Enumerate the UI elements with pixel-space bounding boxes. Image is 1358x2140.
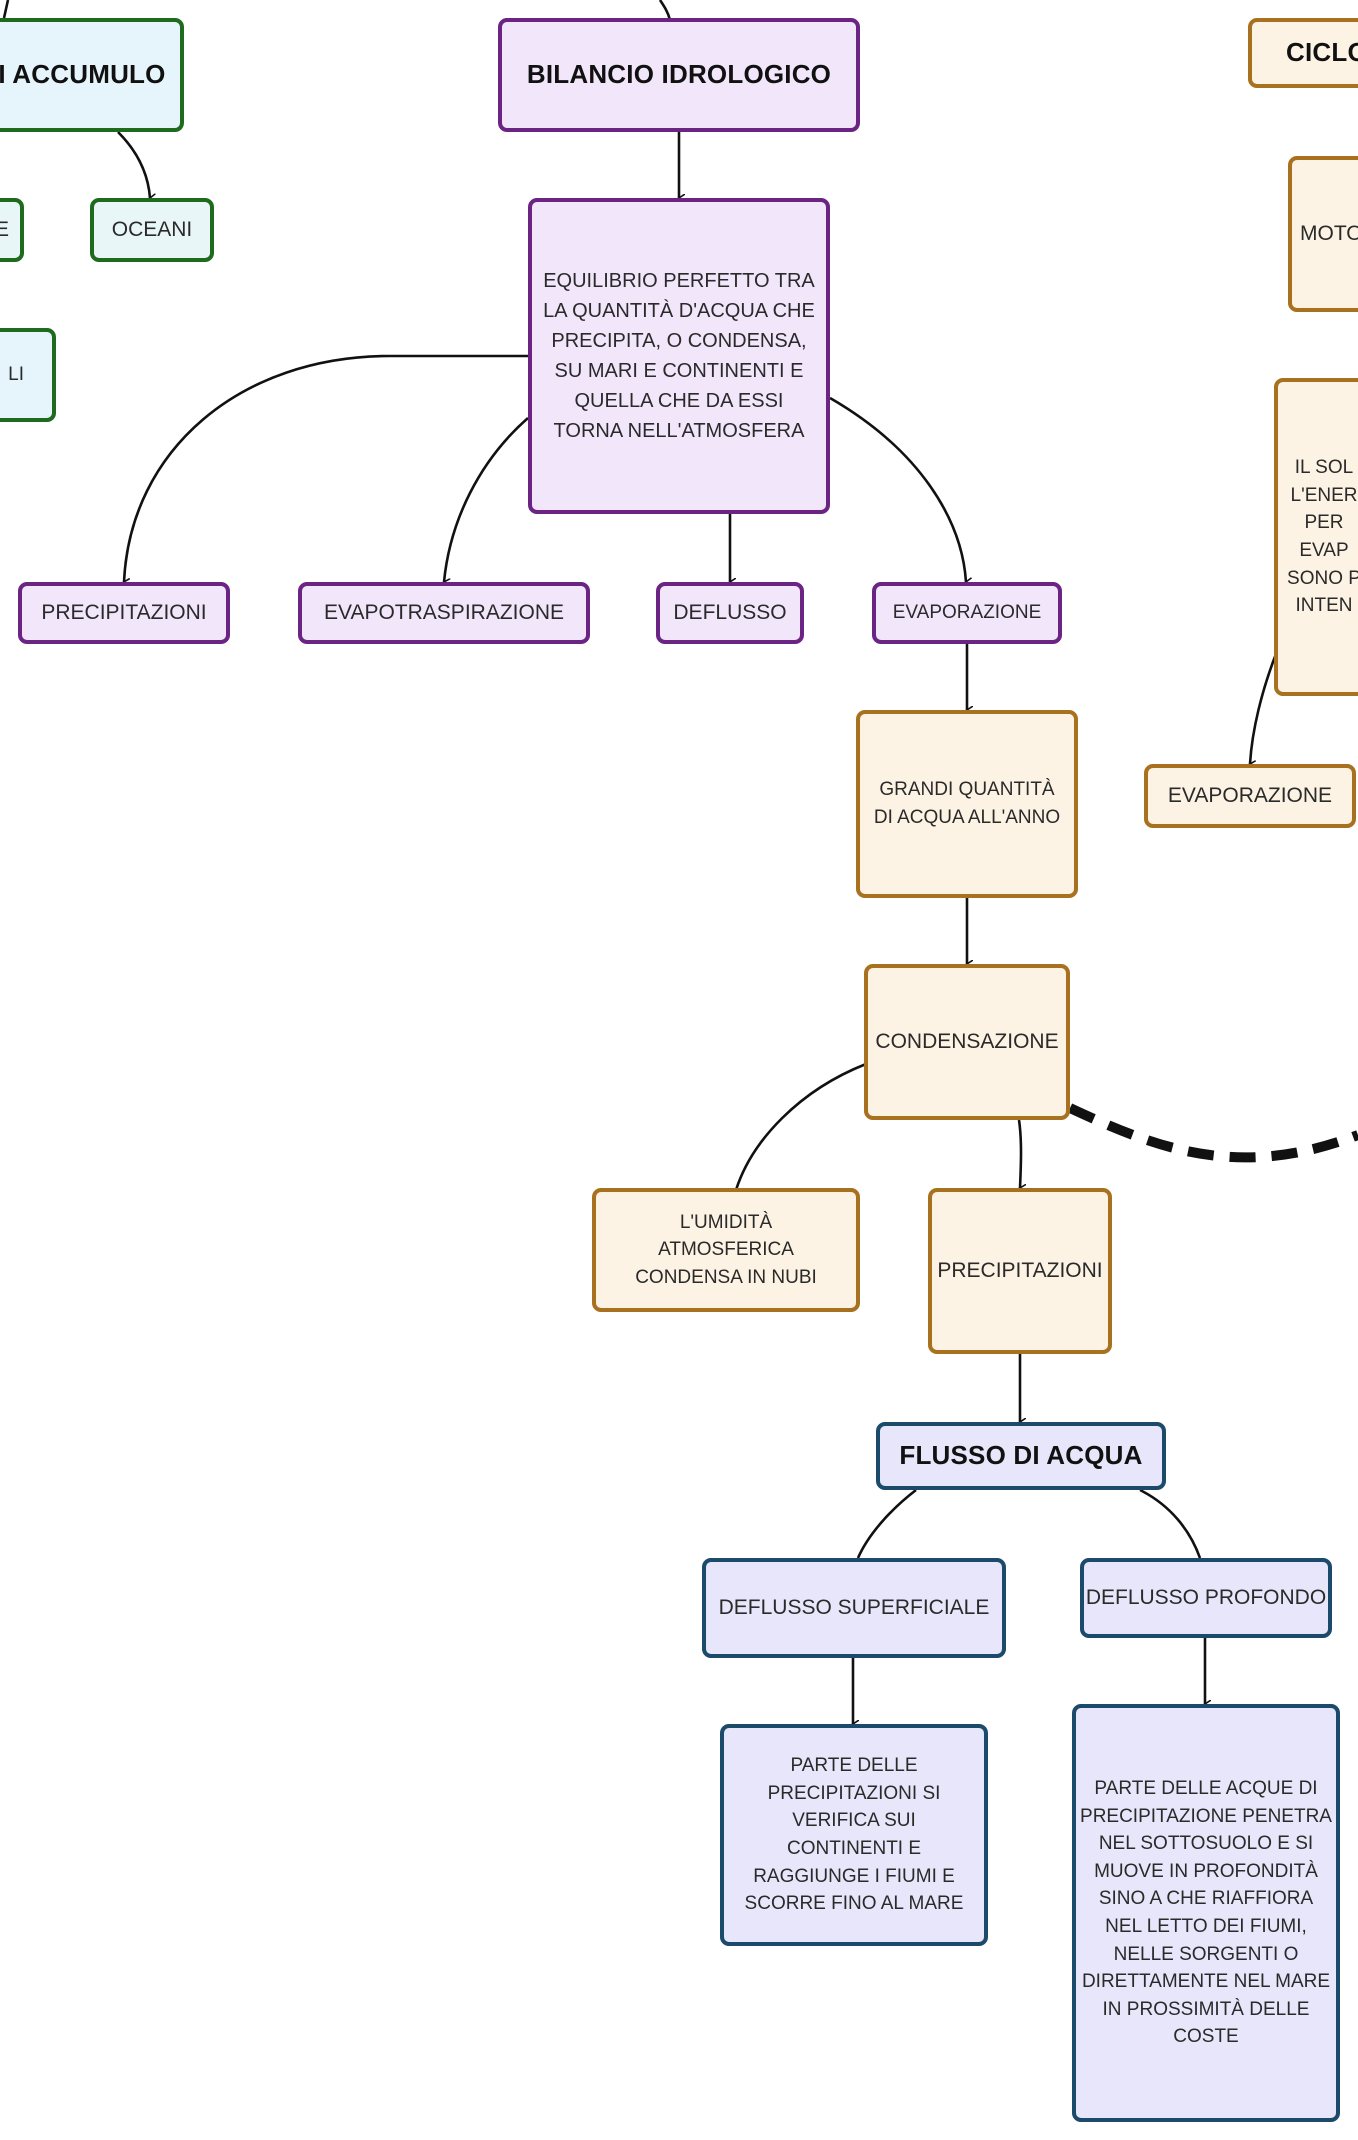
- edge-condensazione-precipitazioni: [1017, 1119, 1021, 1188]
- node-sole[interactable]: IL SOL L'ENER PER EVAP SONO P INTEN: [1274, 378, 1358, 696]
- node-equilibrio[interactable]: EQUILIBRIO PERFETTO TRA LA QUANTITÀ D'AC…: [528, 198, 830, 514]
- edge-flusso-superficiale: [856, 1488, 917, 1559]
- edge-condensazione-umidita: [734, 1062, 867, 1191]
- node-superficiale-desc[interactable]: PARTE DELLE PRECIPITAZIONI SI VERIFICA S…: [720, 1724, 988, 1946]
- node-precipitazioni-2[interactable]: PRECIPITAZIONI: [928, 1188, 1112, 1354]
- node-deflusso-superficiale[interactable]: DEFLUSSO SUPERFICIALE: [702, 1558, 1006, 1658]
- node-profondo-desc[interactable]: PARTE DELLE ACQUE DI PRECIPITAZIONE PENE…: [1072, 1704, 1340, 2122]
- node-accumulo[interactable]: I ACCUMULO: [0, 18, 184, 132]
- node-ciclo[interactable]: CICLO: [1248, 18, 1358, 88]
- edge-flusso-profondo: [1139, 1488, 1202, 1559]
- node-grandi-quantita[interactable]: GRANDI QUANTITÀ DI ACQUA ALL'ANNO: [856, 710, 1078, 898]
- node-green-left-mid[interactable]: LI: [0, 328, 56, 422]
- node-flusso-di-acqua[interactable]: FLUSSO DI ACQUA: [876, 1422, 1166, 1490]
- edge-dashed-condensazione: [1067, 1103, 1358, 1163]
- node-oceani[interactable]: OCEANI: [90, 198, 214, 262]
- edge-accumulo-oceani: [117, 131, 150, 198]
- node-green-left-small[interactable]: E: [0, 198, 24, 262]
- node-deflusso-profondo[interactable]: DEFLUSSO PROFONDO: [1080, 1558, 1332, 1638]
- node-evaporazione-2[interactable]: EVAPORAZIONE: [1144, 764, 1356, 828]
- node-precipitazioni-1[interactable]: PRECIPITAZIONI: [18, 582, 230, 644]
- node-bilancio-idrologico[interactable]: BILANCIO IDROLOGICO: [498, 18, 860, 132]
- edge-top-left: [2, 0, 10, 19]
- edge-equilibrio-evapotraspirazione: [444, 417, 529, 582]
- edge-equilibrio-evaporazione: [829, 396, 966, 582]
- node-condensazione[interactable]: CONDENSAZIONE: [864, 964, 1070, 1120]
- node-moto[interactable]: MOTO: [1288, 156, 1358, 312]
- edge-top-bilancio: [658, 0, 672, 21]
- edge-sole-evaporazione: [1250, 653, 1278, 764]
- node-deflusso[interactable]: DEFLUSSO: [656, 582, 804, 644]
- node-evapotraspirazione[interactable]: EVAPOTRASPIRAZIONE: [298, 582, 590, 644]
- node-evaporazione-1[interactable]: EVAPORAZIONE: [872, 582, 1062, 644]
- node-umidita[interactable]: L'UMIDITÀ ATMOSFERICA CONDENSA IN NUBI: [592, 1188, 860, 1312]
- edge-equilibrio-precipitazioni: [124, 354, 528, 582]
